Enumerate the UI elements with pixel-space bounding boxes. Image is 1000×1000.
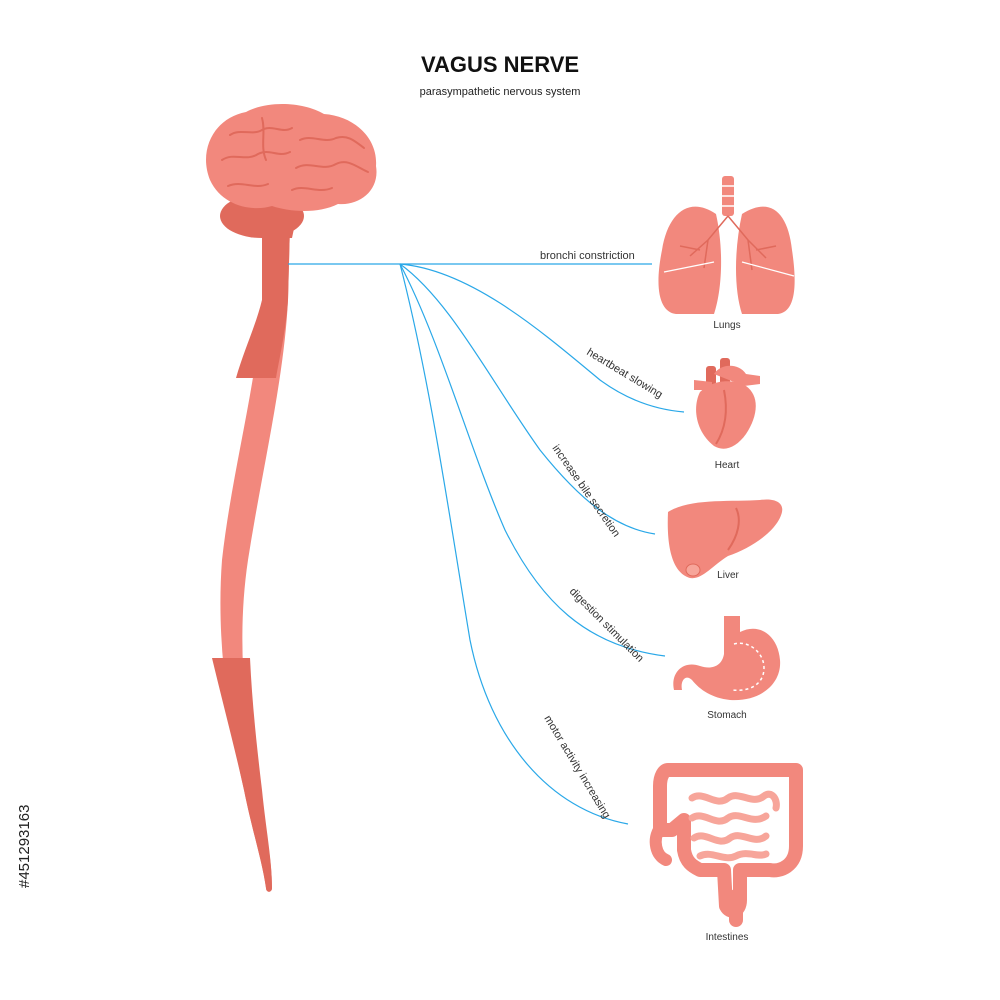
intestines-icon <box>649 763 803 927</box>
organ-label-stomach: Stomach <box>707 710 746 721</box>
spinal-cord <box>212 225 290 892</box>
effect-label-digestion: digestion stimulation <box>567 586 646 665</box>
effect-label-heartbeat: heartbeat slowing <box>584 346 664 401</box>
heart-icon <box>694 358 760 449</box>
effect-label-bronchi: bronchi constriction <box>540 250 635 262</box>
effect-label-bile: increase bile secretion <box>550 443 623 540</box>
brain-folds <box>221 117 369 191</box>
spinal-cord-cervical-segment <box>236 225 290 378</box>
liver-icon <box>667 499 783 579</box>
nerve-line-liver <box>399 263 656 535</box>
stomach-icon <box>673 616 781 701</box>
organ-label-liver: Liver <box>717 570 739 581</box>
diagram-subtitle: parasympathetic nervous system <box>419 86 581 98</box>
nerve-lines <box>288 263 685 825</box>
effect-label-motor: motor activity increasing <box>541 713 612 820</box>
organ-label-intestines: Intestines <box>706 932 749 943</box>
nerve-line-heart <box>399 263 685 413</box>
diagram-title: VAGUS NERVE <box>420 52 580 77</box>
nerve-line-stomach <box>399 263 666 657</box>
spinal-cord-lumbar-segment <box>212 658 272 892</box>
brain-icon <box>206 103 377 238</box>
lungs-icon <box>658 176 795 314</box>
organ-label-heart: Heart <box>715 460 740 471</box>
organ-label-lungs: Lungs <box>713 320 740 331</box>
nerve-line-intestines <box>399 263 629 825</box>
